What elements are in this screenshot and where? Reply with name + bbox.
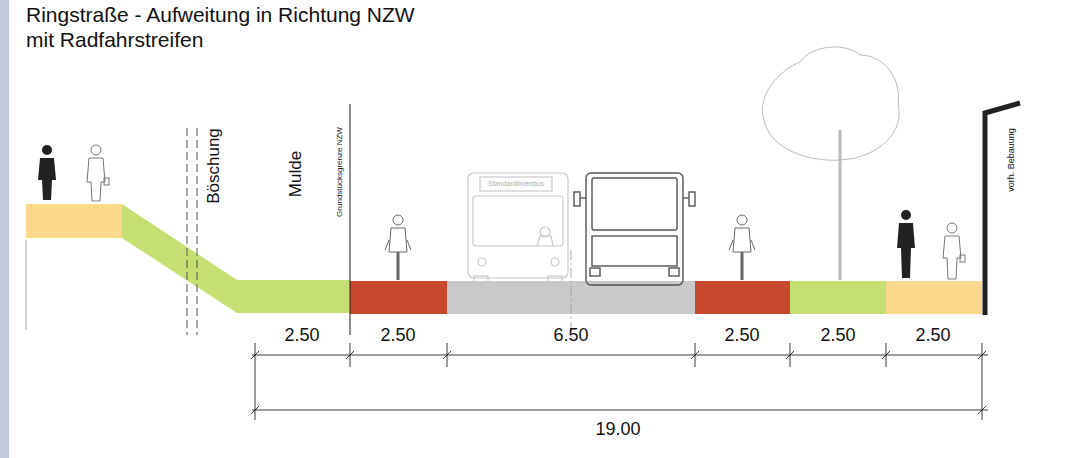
pedestrian: [38, 145, 56, 200]
property-line: [350, 104, 351, 335]
swale: [237, 280, 350, 313]
edge-line: [26, 240, 27, 330]
sidewalk-left: [26, 204, 122, 238]
bus-rear: [574, 173, 695, 285]
dashed-line: [197, 128, 198, 335]
pedestrian: [87, 145, 109, 201]
dimension-value: 2.50: [380, 326, 415, 346]
dimension-value: 2.50: [284, 326, 319, 346]
bus-label: Standardlinienbus: [488, 180, 544, 188]
green-strip: [790, 281, 886, 314]
tree-crown: [762, 47, 899, 160]
swale-label: Mulde: [287, 151, 306, 197]
pedestrian: [943, 223, 965, 279]
building-label: vorh. Bebauung: [1007, 128, 1017, 192]
property-line-label: Grundstücksgrenze NZW: [336, 127, 345, 217]
bike-lane-right: [695, 281, 790, 314]
dashed-line: [187, 128, 188, 335]
diagram-title: Ringstraße - Aufweitung in Richtung NZW …: [26, 2, 436, 52]
slope-label: Böschung: [205, 128, 224, 204]
dimension-value: 2.50: [820, 326, 855, 346]
building-wall: [985, 103, 1020, 315]
cyclist: [385, 215, 411, 280]
cyclist: [729, 215, 755, 280]
edge-strip: [0, 0, 9, 458]
slope: [122, 204, 237, 313]
dimension-value: 2.50: [915, 326, 950, 346]
sidewalk-right: [886, 281, 982, 314]
dimension-value: 2.50: [724, 326, 759, 346]
pedestrian: [897, 210, 915, 278]
dimension-lines: [251, 343, 988, 420]
bus-front: [468, 173, 568, 282]
bike-lane-left: [350, 281, 447, 314]
dimension-value: 6.50: [553, 326, 588, 346]
tree-trunk: [839, 130, 842, 280]
dimension-total: 19.00: [595, 420, 640, 440]
